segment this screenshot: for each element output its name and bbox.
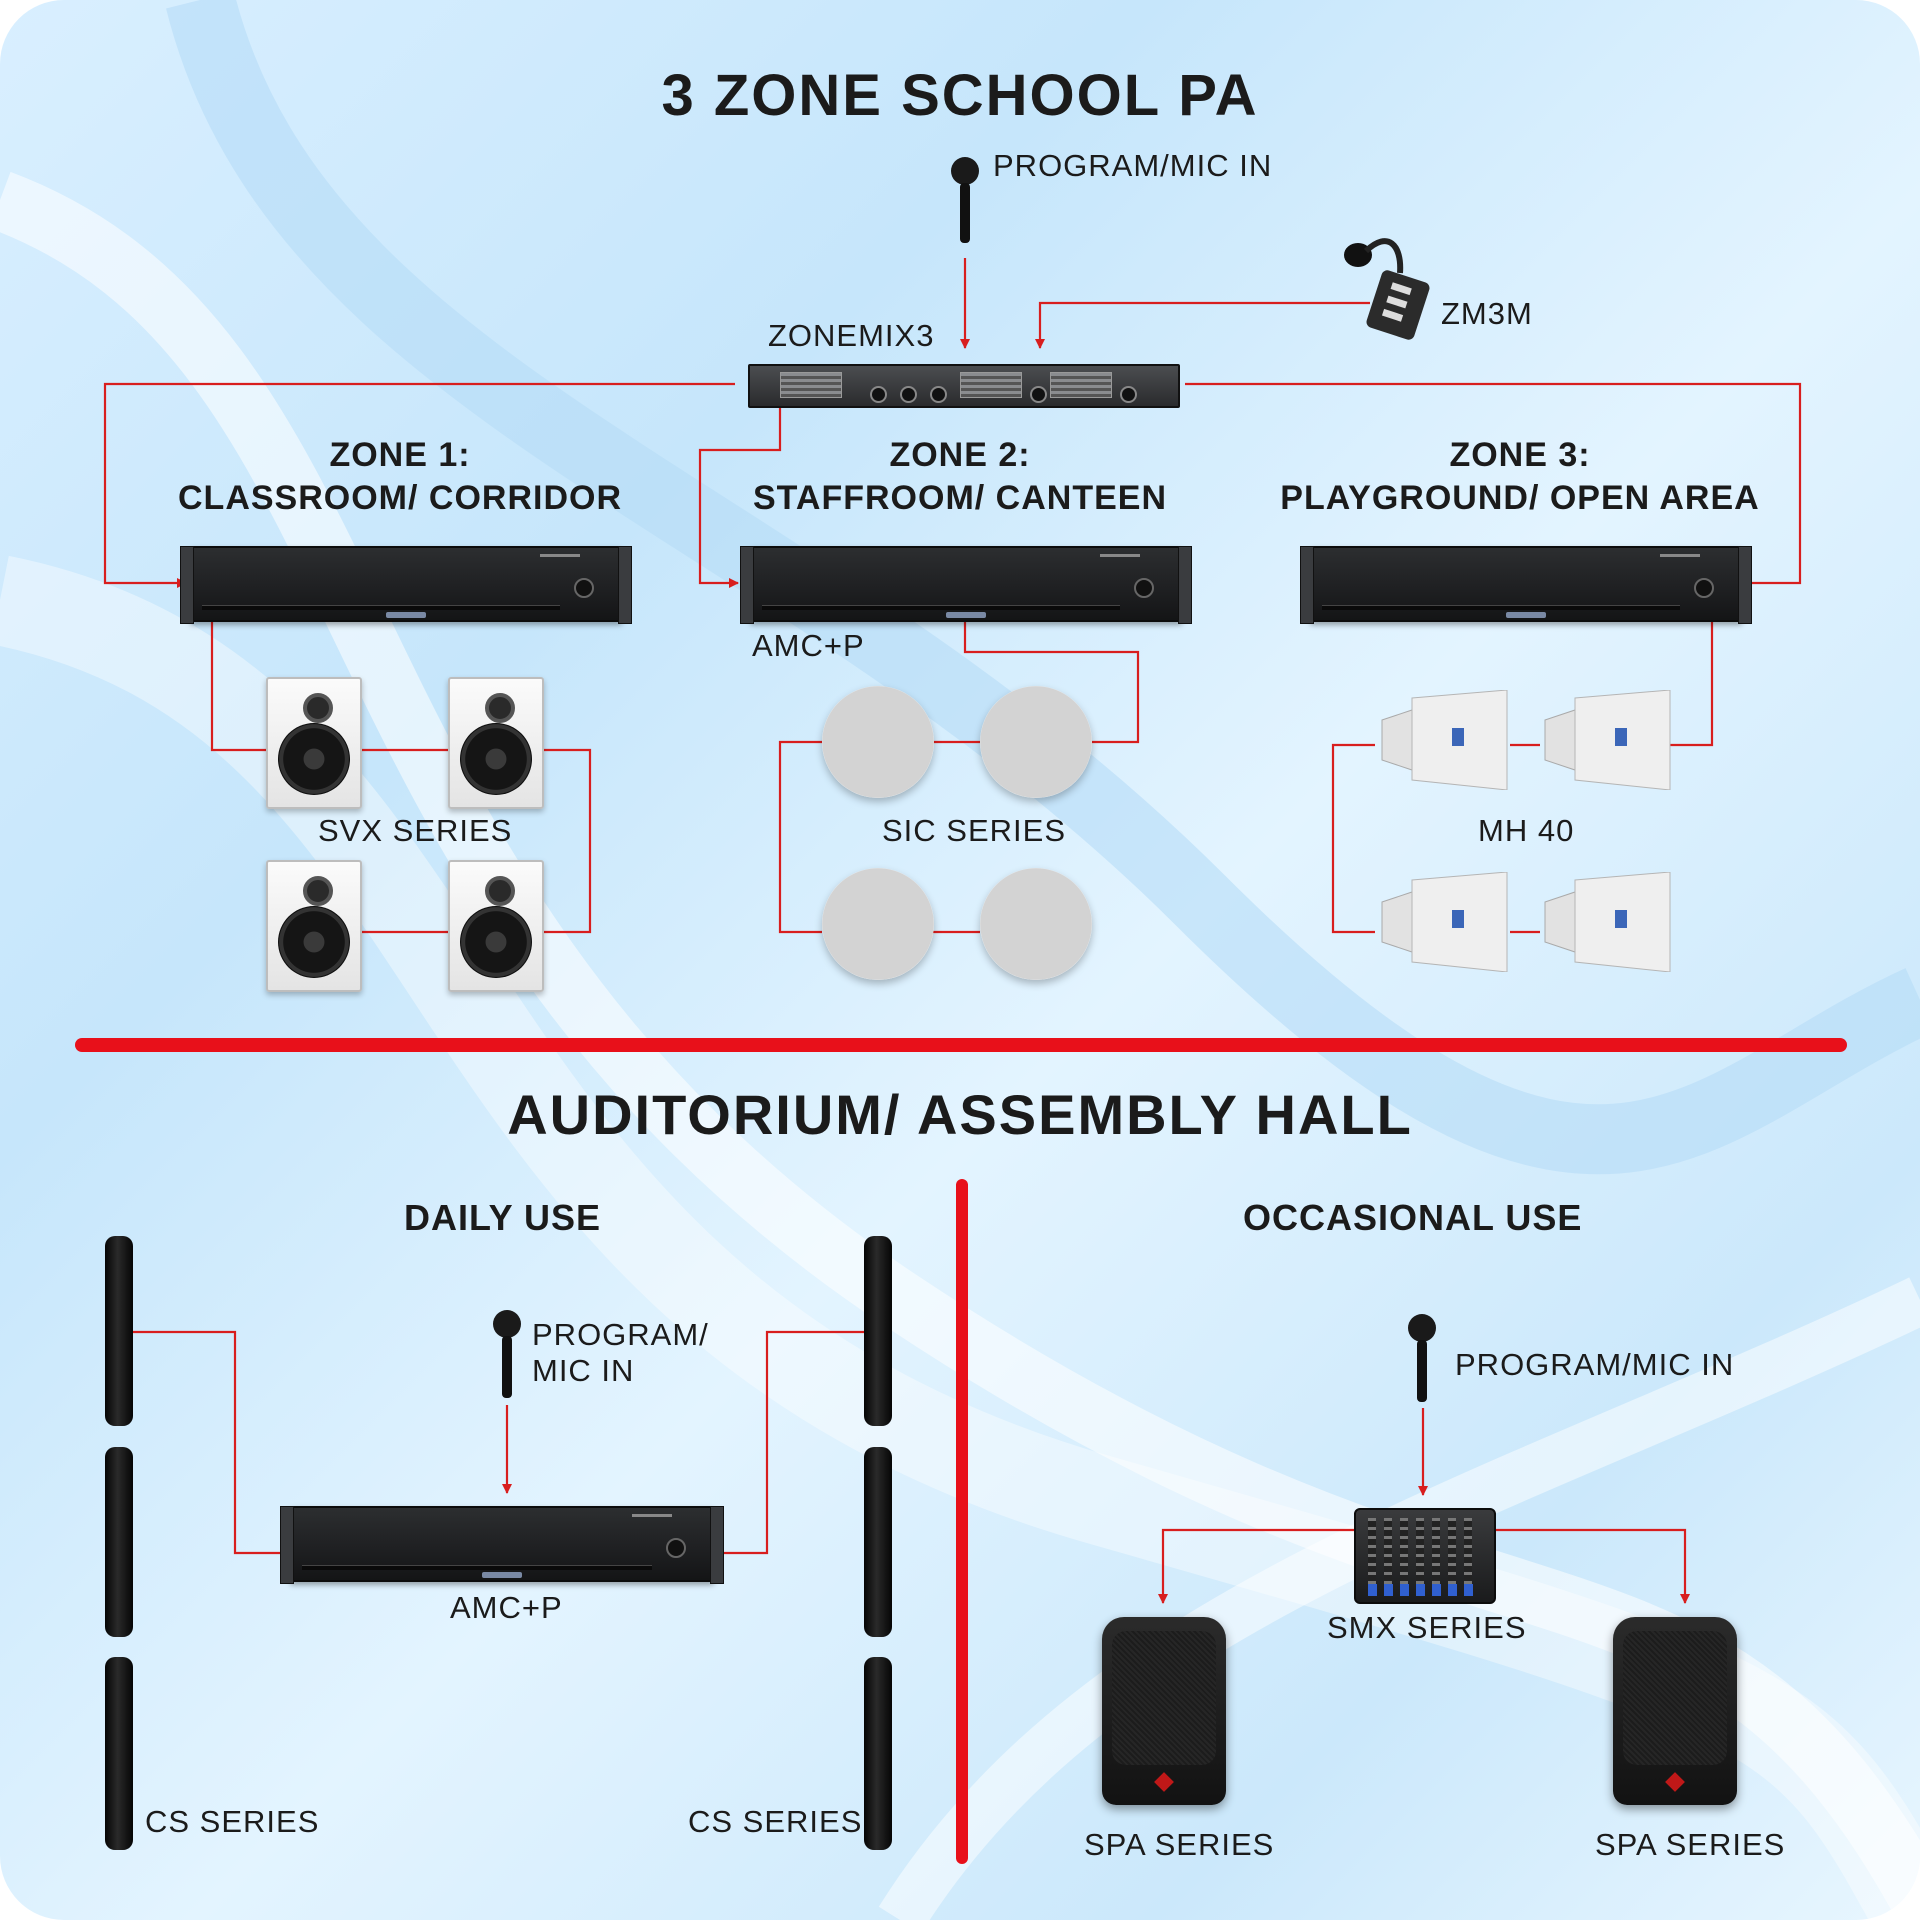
zone1-title-line1: ZONE 1: [329,436,471,474]
zone2-amp-label: AMC+P [752,628,865,663]
zone3-title-line1: ZONE 3: [1449,436,1591,474]
smx-series-label: SMX SERIES [1327,1610,1527,1645]
zone1-speakers-label: SVX SERIES [318,813,513,848]
cs-series-right-label: CS SERIES [688,1804,863,1839]
microphone-icon [948,155,984,250]
cs-column-speaker-segment [864,1236,892,1426]
wire-zonemix-to-zone1 [103,382,735,588]
wire-zone1-speakers [210,622,270,752]
wire-zm3m-to-zonemix [1035,301,1370,349]
spa-loudspeaker [1102,1617,1226,1805]
occasional-use-heading: OCCASIONAL USE [1243,1197,1583,1238]
cs-column-speaker-segment [105,1447,133,1637]
cs-column-speaker-segment [105,1236,133,1426]
wire-zonemix-to-zone2 [698,405,782,588]
spa-series-left-label: SPA SERIES [1084,1827,1275,1862]
zone1-title: ZONE 1: CLASSROOM/ CORRIDOR [160,436,640,518]
zone3-amplifier [1300,546,1752,624]
svx-speaker [266,860,362,992]
occasional-mic-label: PROGRAM/MIC IN [1455,1347,1735,1382]
zone1-title-line2: CLASSROOM/ CORRIDOR [178,479,622,517]
zone2-title-line1: ZONE 2: [889,436,1031,474]
zone2-title: ZONE 2: STAFFROOM/ CANTEEN [720,436,1200,518]
auditorium-amp-label: AMC+P [450,1590,563,1625]
svx-speaker [448,677,544,809]
paging-microphone-icon [1340,225,1440,355]
zone2-title-line2: STAFFROOM/ CANTEEN [752,479,1167,517]
daily-mic-label-line2: MIC IN [532,1353,635,1388]
page-title: 3 ZONE SCHOOL PA [661,63,1259,128]
sic-ceiling-speaker [980,686,1092,798]
zonemix-label: ZONEMIX3 [768,318,935,353]
wire-zone2-speakers [963,622,1140,744]
wire-mixer-to-right-spa [1492,1528,1690,1604]
zone3-speakers-label: MH 40 [1478,813,1575,848]
microphone-icon [490,1308,526,1405]
mh40-horn-speaker [1372,689,1512,795]
microphone-icon [1405,1312,1441,1409]
auditorium-title: AUDITORIUM/ ASSEMBLY HALL [507,1083,1413,1146]
wire-zone3-speakers [1670,622,1714,747]
smx-powered-mixer [1354,1508,1496,1604]
cs-column-speaker-segment [864,1657,892,1850]
mh40-horn-speaker [1535,871,1675,977]
wire-zonemix-to-zone3 [1185,382,1802,588]
program-mic-in-label: PROGRAM/MIC IN [993,148,1273,183]
zone2-amplifier [740,546,1192,624]
auditorium-amplifier [280,1506,724,1584]
sic-ceiling-speaker [980,868,1092,980]
wire-mixer-to-left-spa [1158,1528,1355,1604]
zone3-title-line2: PLAYGROUND/ OPEN AREA [1280,479,1760,517]
daily-use-heading: DAILY USE [404,1197,602,1238]
spa-series-right-label: SPA SERIES [1595,1827,1786,1862]
svx-speaker [266,677,362,809]
zonemix3-mixer [748,364,1180,408]
spa-loudspeaker [1613,1617,1737,1805]
cs-series-left-label: CS SERIES [145,1804,320,1839]
daily-mic-label-line1: PROGRAM/ [532,1317,709,1352]
cs-column-speaker-segment [105,1657,133,1850]
svx-speaker [448,860,544,992]
sic-ceiling-speaker [822,868,934,980]
zm3m-label: ZM3M [1441,296,1533,331]
mh40-horn-speaker [1372,871,1512,977]
wire-amp-to-right-cs [710,1330,870,1555]
sic-ceiling-speaker [822,686,934,798]
mh40-horn-speaker [1535,689,1675,795]
zone1-amplifier [180,546,632,624]
wire-amp-to-left-cs [133,1330,290,1555]
zone3-title: ZONE 3: PLAYGROUND/ OPEN AREA [1270,436,1770,518]
zone2-speakers-label: SIC SERIES [882,813,1066,848]
cs-column-speaker-segment [864,1447,892,1637]
